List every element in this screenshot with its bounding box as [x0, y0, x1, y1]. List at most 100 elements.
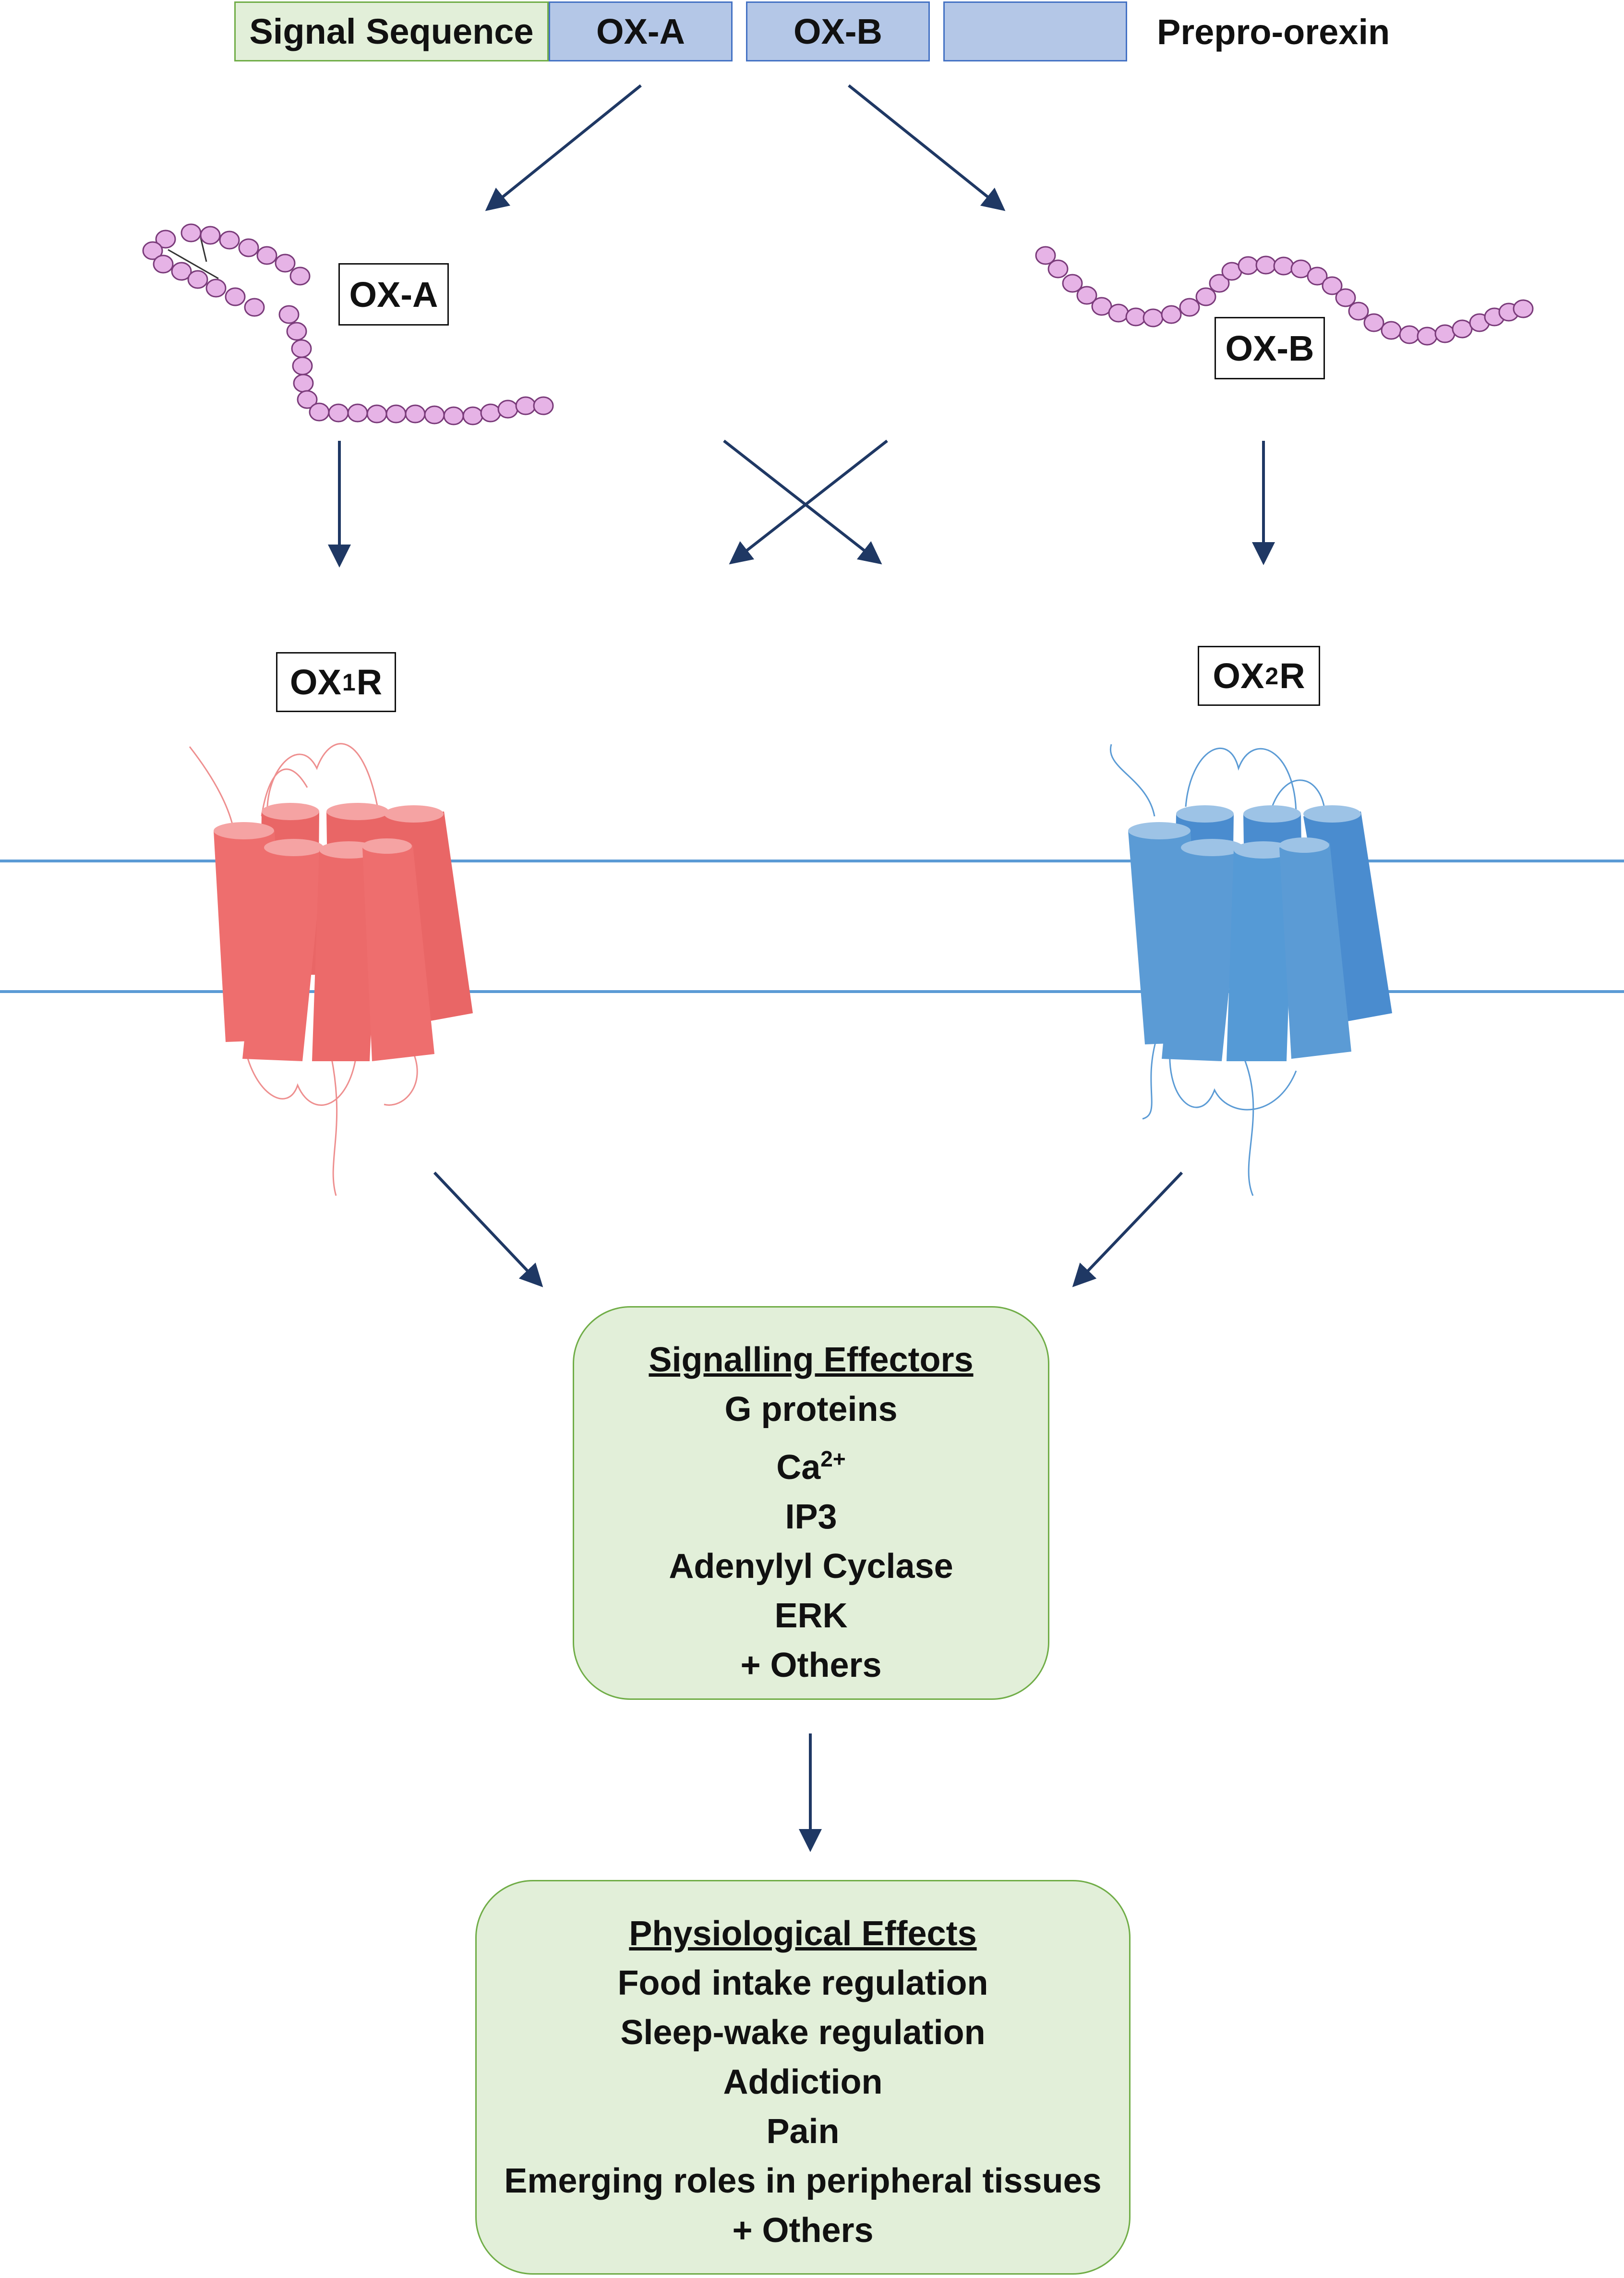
helix-top [362, 838, 412, 854]
receptor-loop [330, 1056, 338, 1196]
ox2r-receptor [1109, 744, 1392, 1196]
amino-acid-bead [1434, 324, 1456, 343]
ox-a-segment: OX-A [549, 1, 733, 61]
ox1r-label-main: OX [289, 662, 341, 702]
receptor-loop [266, 743, 380, 826]
amino-acid-bead [244, 298, 265, 317]
ox-a-segment-label: OX-A [596, 12, 685, 51]
receptor-loop [1109, 744, 1155, 817]
ox2r-label-tail: R [1279, 656, 1305, 696]
amino-acid-bead [180, 223, 202, 242]
helix-front [312, 850, 379, 1061]
effector-item: Adenylyl Cyclase [669, 1547, 953, 1586]
effector-item: ERK [774, 1597, 848, 1635]
helix-front [242, 848, 324, 1061]
arrow-precursor-to-ox-a [485, 84, 642, 211]
physiological-effect-item: Sleep-wake regulation [620, 2013, 986, 2052]
ox1r-label-tail: R [356, 662, 383, 702]
ox-a-peptide-label-text: OX-A [349, 274, 438, 315]
amino-acid-bead [1209, 274, 1230, 293]
amino-acid-bead [1417, 327, 1438, 346]
helix-top [264, 839, 324, 856]
amino-acid-bead [1452, 319, 1473, 339]
amino-acid-bead [443, 406, 464, 425]
amino-acid-bead [1143, 308, 1164, 327]
amino-acid-bead [497, 400, 518, 419]
calcium-superscript: 2+ [820, 1446, 846, 1471]
amino-acid-bead [1161, 305, 1182, 324]
ox-b-peptide-label-text: OX-B [1225, 328, 1314, 368]
amino-acid-bead [1047, 259, 1069, 279]
signalling-effectors-title: Signalling Effectors [649, 1341, 974, 1379]
ox1r-label-subscript: 1 [342, 668, 356, 696]
physiological-effect-item: Emerging roles in peripheral tissues [504, 2162, 1102, 2200]
ox2r-label-main: OX [1213, 656, 1264, 696]
amino-acid-bead [1179, 298, 1200, 317]
ox1r-receptor [189, 743, 473, 1196]
amino-acid-bead [1125, 307, 1146, 327]
arrow-ox1r-to-effectors [433, 1171, 543, 1287]
amino-acid-bead [153, 254, 174, 274]
ox-a-peptide-chain [142, 223, 554, 425]
amino-acid-bead [1255, 255, 1276, 275]
amino-acid-bead [187, 270, 208, 289]
physiological-effects-title: Physiological Effects [629, 1914, 977, 1953]
amino-acid-bead [1076, 286, 1097, 305]
receptor-loop [1169, 1037, 1297, 1111]
helix-front [362, 845, 434, 1061]
receptor-loop [1185, 748, 1297, 817]
amino-acid-bead [366, 404, 387, 424]
helix-top [1128, 822, 1191, 839]
helix-top [262, 803, 319, 820]
helix-top [1303, 805, 1361, 823]
amino-acid-bead [1335, 288, 1356, 307]
amino-acid-bead [424, 405, 445, 424]
receptor-loop [261, 768, 308, 817]
physiological-effects-panel: Physiological Effects Food intake regula… [475, 1880, 1131, 2275]
helix-top [1181, 839, 1243, 856]
effector-item: IP3 [785, 1498, 837, 1536]
amino-acid-bead [238, 238, 259, 257]
amino-acid-bead [1363, 313, 1384, 332]
ox-a-peptide-label: OX-A [338, 263, 449, 326]
arrow-ox2r-to-effectors [1072, 1171, 1183, 1287]
helix-top [214, 822, 274, 839]
arrows [328, 84, 1275, 1852]
ox-b-peptide-chain [1035, 246, 1534, 346]
effector-item: + Others [740, 1646, 882, 1684]
amino-acid-bead [1035, 246, 1056, 265]
amino-acid-bead [1195, 287, 1216, 306]
amino-acid-bead [1307, 267, 1328, 286]
amino-acid-bead [1381, 321, 1402, 340]
receptor-loop [189, 746, 234, 826]
amino-acid-bead [297, 390, 318, 409]
amino-acid-bead [533, 396, 554, 415]
signal-sequence-label: Signal Sequence [249, 12, 534, 51]
amino-acid-bead [1290, 259, 1311, 279]
effector-item: G proteins [724, 1390, 898, 1429]
ox-b-peptide-label: OX-B [1215, 317, 1325, 379]
arrow-cross-ox-b-to-ox1r [729, 439, 888, 565]
amino-acid-bead [293, 374, 314, 393]
amino-acid-bead [142, 241, 163, 260]
amino-acid-bead [385, 404, 407, 424]
amino-acid-bead [1108, 303, 1129, 323]
receptor-loop [1242, 1056, 1254, 1196]
amino-acid-bead [219, 230, 240, 250]
signal-sequence-segment: Signal Sequence [234, 1, 549, 61]
amino-acid-bead [286, 322, 307, 341]
amino-acid-bead [289, 267, 311, 286]
amino-acid-bead [1062, 274, 1083, 293]
receptor-loop [1271, 779, 1326, 812]
ox2r-label-subscript: 2 [1265, 662, 1279, 690]
amino-acid-bead [328, 403, 349, 423]
physiological-effect-item: + Others [732, 2211, 874, 2250]
amino-acid-bead [405, 404, 426, 424]
ox-b-segment-label: OX-B [794, 12, 882, 51]
amino-acid-bead [291, 339, 312, 358]
receptor-loop [384, 1051, 418, 1106]
helix-front [1227, 850, 1294, 1061]
